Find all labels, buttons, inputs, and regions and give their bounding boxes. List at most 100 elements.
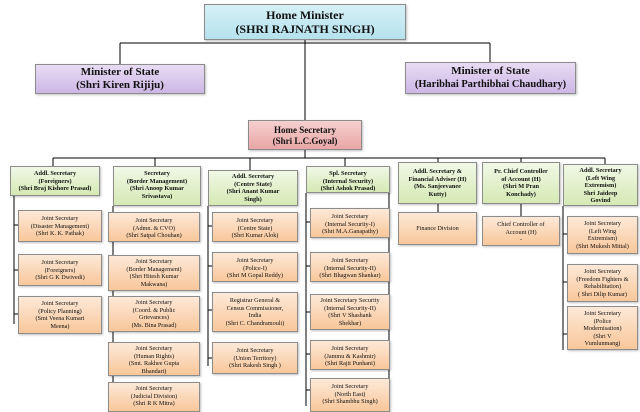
sub-unit-box: Joint Secretary (Freedom Fighters & Reha…: [567, 264, 638, 302]
sub-unit-line: Joint Secretary: [135, 345, 173, 352]
mos-right-name: (Haribhai Parthibhai Chaudhary): [414, 79, 567, 90]
division-line: Shri Jaideep: [583, 189, 618, 197]
mos-right-title: Minister of State: [451, 65, 530, 77]
sub-unit-line: Joint Secretary: [135, 258, 173, 265]
sub-unit-line: (Shri C. Chandramouli): [225, 319, 285, 327]
sub-unit-box: Joint Secretary (Jammu & Kashmir) (Shri …: [310, 340, 390, 370]
sub-unit-line: (Shri M Gopal Reddy): [227, 272, 283, 280]
sub-unit-line: (Shri Hitesh Kumar: [129, 273, 179, 281]
division-chief-controller: Pr. Chief Controller of Account (H) (Shr…: [482, 162, 560, 204]
home-minister-title: Home Minister: [266, 8, 344, 22]
home-secretary-name: (Shri L.C.Goyal): [272, 135, 338, 146]
division-line: Extremism): [584, 182, 617, 190]
sub-unit-box: Joint Secretary (Disaster Management) (S…: [18, 210, 102, 242]
sub-unit-box: Joint Secretary (Left Wing Extremism) (S…: [567, 216, 638, 254]
sub-unit-line: -: [519, 236, 523, 244]
mos-left-title: Minister of State: [80, 66, 160, 78]
division-financial-adviser: Addl. Secretary & Financial Adviser (H) …: [398, 162, 477, 204]
sub-unit-line: (Union Territory): [233, 354, 277, 362]
sub-unit-line: Registrar General &: [229, 297, 281, 304]
division-line: Addl. Secretary: [579, 167, 622, 174]
division-line: Financial Adviser (H): [408, 175, 467, 183]
division-line: (Internal Security): [322, 177, 374, 185]
sub-unit-box: Joint Secretary (Police-I) (Shri M Gopal…: [212, 252, 298, 282]
sub-unit-box: Joint Secretary (Union Territory) (Shri …: [212, 342, 298, 374]
sub-unit-box: Joint Secretary (Human Rights) (Smt. Rak…: [108, 342, 200, 376]
sub-unit-line: Joint Secretary: [584, 220, 621, 227]
sub-unit-line: Joint Secretary: [331, 213, 369, 220]
sub-unit-box: Joint Secretary (Admn. & CVO) (Shri Satp…: [108, 212, 200, 242]
division-line: Pr. Chief Controller: [494, 168, 548, 175]
division-line: Spl. Secretary: [329, 170, 367, 177]
sub-unit-line: (Policy Planning): [38, 307, 82, 315]
division-line: Addl. Secretary: [33, 170, 77, 177]
division-line: (Shri Braj Kishore Prasad): [18, 185, 92, 193]
sub-unit-box: Joint Secretary (Border Management) (Shr…: [108, 255, 200, 291]
mos-left-name: (Shri Kiren Rijiju): [76, 79, 164, 91]
home-secretary-box: Home Secretary (Shri L.C.Goyal): [248, 120, 362, 150]
sub-unit-line: Makwana): [140, 280, 168, 288]
sub-unit-line: (Shri R K Mitra): [133, 400, 175, 408]
sub-unit-line: (Shri V: [593, 332, 612, 340]
sub-unit-line: Joint Secretary: [41, 215, 79, 222]
division-border-management: Secretary (Border Management) (Shri Anoo…: [113, 166, 201, 206]
sub-unit-box: Joint Secretary (Centre State) (Shri Kum…: [212, 212, 298, 242]
sub-unit-box: Joint Secretary (North East) (Shri Shamb…: [310, 378, 390, 412]
sub-unit-line: (Shri Shambhu Singh): [322, 398, 378, 406]
division-left-wing-extremism: Addl. Secretary (Left Wing Extremism) Sh…: [563, 164, 638, 206]
home-minister-box: Home Minister (SHRI RAJNATH SINGH): [204, 4, 406, 40]
division-line: Srivastava): [141, 192, 173, 200]
sub-unit-line: (Jammu & Kashmir): [324, 352, 376, 360]
sub-unit-line: Shekhar): [338, 319, 362, 327]
sub-unit-line: (Shri V Shashank: [328, 312, 372, 320]
sub-unit-box: Joint Secretary (Coord. & Public Grievan…: [108, 296, 200, 332]
sub-unit-box: Joint Secretary (Judicial Division) (Shr…: [108, 382, 200, 412]
sub-unit-line: Extremism): [587, 235, 618, 243]
sub-unit-line: (Centre State): [237, 224, 273, 232]
sub-unit-line: Joint Secretary: [135, 299, 173, 306]
sub-unit-line: (Coord. & Public: [132, 306, 176, 314]
sub-unit-line: (Police-I): [243, 264, 267, 272]
sub-unit-box: Joint Secretary (Police Modernisation) (…: [567, 306, 638, 350]
sub-unit-line: (Border Management): [126, 265, 182, 273]
sub-unit-line: Rehabilitation): [583, 283, 622, 291]
sub-unit-line: (Internal Security-II): [324, 264, 376, 272]
sub-unit-line: Grievances): [139, 314, 169, 322]
finance-division-box: Finance Division: [398, 212, 477, 245]
sub-unit-line: Modernisation): [583, 325, 622, 333]
sub-unit-box: Joint Secretary (Foreigners) (Shri G K D…: [18, 254, 102, 286]
sub-unit-line: Joint Secretary: [584, 310, 621, 317]
sub-unit-line: Bhandari): [141, 367, 167, 375]
division-line: Addl. Secretary &: [412, 168, 463, 175]
sub-unit-line: (Foreigners): [44, 266, 76, 274]
sub-unit-line: (Shri K. K. Pathak): [36, 230, 84, 238]
sub-unit-line: (Shri Satpal Chouhan): [126, 232, 182, 240]
sub-unit-line: (Freedom Fighters &: [576, 275, 629, 283]
sub-unit-line: Joint Secretary: [41, 259, 79, 266]
division-line: (Border Management): [126, 177, 188, 185]
sub-unit-box: Joint Secretary Security (Internal Secur…: [310, 294, 390, 330]
sub-unit-line: Joint Secretary: [236, 257, 274, 264]
sub-unit-line: (Shri Mukesh Mittal): [576, 242, 629, 250]
sub-unit-line: Vumlunmang): [584, 340, 621, 348]
division-line: Kutty): [428, 190, 447, 198]
home-secretary-title: Home Secretary: [273, 125, 337, 135]
sub-unit-line: (Shri G K Dwivedi): [35, 274, 85, 282]
division-line: (Centre State): [234, 180, 272, 188]
division-line: Secretary: [144, 170, 170, 177]
sub-unit-line: Joint Secretary: [331, 345, 369, 352]
sub-unit-line: Joint Secretary: [331, 257, 369, 264]
sub-unit-line: (Police: [593, 317, 612, 325]
sub-unit-line: (Admn. & CVO): [132, 224, 176, 232]
sub-unit-line: (Shri Bhagwan Shankar): [319, 272, 381, 280]
sub-unit-line: (Shri Rajit Punhani): [325, 360, 375, 368]
division-line: Konchady): [506, 190, 536, 198]
sub-unit-box: Joint Secretary (Internal Security-II) (…: [310, 252, 390, 282]
sub-unit-line: (Shri Kumar Alok): [231, 232, 279, 240]
sub-unit-box: Registrar General & Census Commissioner,…: [212, 292, 298, 332]
sub-unit-line: (Smt. Rakhee Gupta: [128, 360, 180, 368]
chief-controller-box: Chief Controller of Account (H) -: [482, 216, 560, 246]
sub-unit-line: (Internal Security-II): [324, 304, 376, 312]
sub-unit-line: Meena): [50, 322, 70, 330]
division-line: (Shri M Pran: [502, 183, 540, 191]
